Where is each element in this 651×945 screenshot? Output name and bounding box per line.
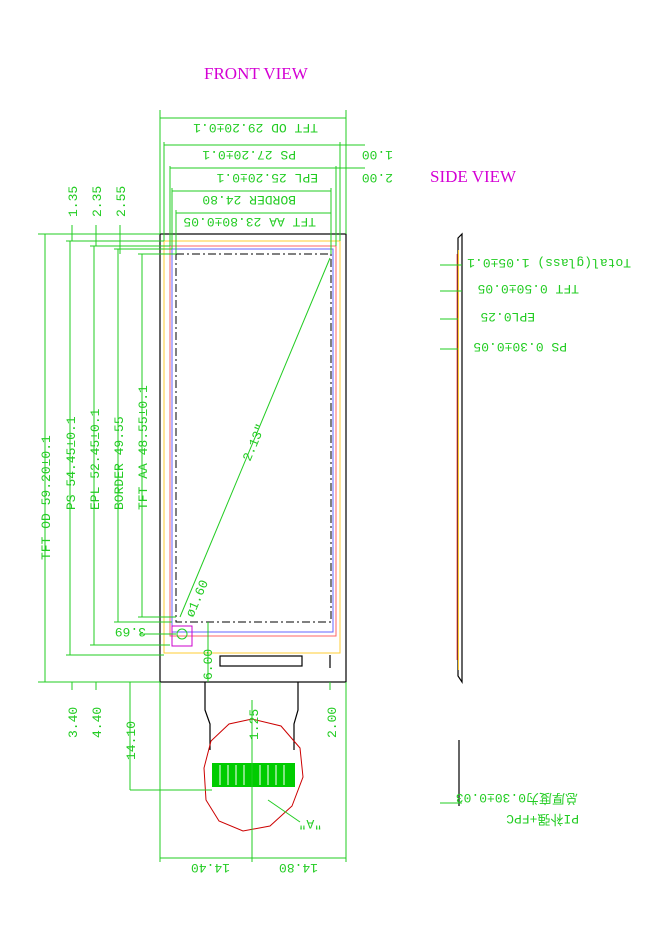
tft-glass-outline — [159, 233, 347, 683]
side-ps-label: PS 0.30±0.05 — [473, 339, 567, 354]
front-view-title: FRONT VIEW — [204, 64, 309, 83]
bottom-left-2-label: 4.40 — [90, 707, 105, 738]
border-outline — [171, 248, 334, 633]
hole-circle — [176, 628, 188, 640]
side-view: Total(glass) 1.05±0.1 TFT 0.50±0.05 EPL0… — [440, 232, 631, 826]
top-dimensions: TFT OD 29.20±0.1 PS 27.20±0.1 EPL 25.20±… — [159, 110, 393, 254]
fpc-tail-outline — [204, 682, 299, 750]
active-area-outline — [175, 253, 332, 623]
fpc-right-label: 2.00 — [325, 707, 340, 738]
hole-marker-box — [171, 625, 193, 647]
tft-od-height-label: TFT OD 59.20±0.1 — [39, 435, 54, 560]
bottom-left-1-label: 3.40 — [66, 707, 81, 738]
pad-separators — [219, 765, 285, 785]
side-total-label: Total(glass) 1.05±0.1 — [467, 255, 631, 270]
side-fpc-total-label: 总厚度为0.30±0.03 — [456, 790, 578, 806]
front-view: 2.13" ø1.60 "A" — [159, 233, 347, 832]
ps-height-label: PS 54.45±0.1 — [64, 416, 79, 510]
diagonal-line — [179, 257, 331, 618]
right-offset-2-label: 2.00 — [362, 170, 393, 185]
side-view-title: SIDE VIEW — [430, 167, 517, 186]
detail-a-label: "A" — [299, 816, 322, 831]
fpc-offset-label: 6.00 — [201, 649, 216, 680]
fpc-connector-pads — [212, 763, 295, 787]
right-offset-1-label: 1.00 — [362, 147, 393, 162]
ps-layer-outline — [163, 240, 341, 654]
hole-offset-label: 3.69 — [115, 624, 146, 639]
detail-a-leader — [267, 799, 301, 823]
epl-layer-outline — [169, 245, 337, 637]
tft-od-width-label: TFT OD 29.20±0.1 — [193, 120, 318, 135]
border-width-label: BORDER 24.80 — [202, 192, 296, 207]
bottom-right-width-label: 14.80 — [279, 860, 318, 875]
detail-a-outline — [203, 718, 304, 832]
bottom-dimensions: 3.40 4.40 14.10 1.25 2.00 14.40 14.80 — [66, 682, 347, 875]
epl-width-label: EPL 25.20±0.1 — [216, 170, 318, 185]
top-offset-1-label: 1.35 — [66, 186, 81, 217]
top-offset-2-label: 2.35 — [90, 186, 105, 217]
diagonal-label: 2.13" — [240, 422, 269, 464]
top-offset-3-label: 2.55 — [114, 186, 129, 217]
left-dimensions: TFT OD 59.20±0.1 PS 54.45±0.1 EPL 52.45±… — [38, 186, 216, 683]
epl-height-label: EPL 52.45±0.1 — [88, 408, 103, 510]
side-tft-label: TFT 0.50±0.05 — [478, 281, 579, 296]
connector-slot — [219, 655, 303, 667]
side-fpc-material-label: PI补强+FPC — [506, 811, 579, 826]
ps-width-label: PS 27.20±0.1 — [202, 147, 296, 162]
tft-aa-height-label: TFT AA 48.55±0.1 — [136, 385, 151, 510]
border-height-label: BORDER 49.55 — [112, 416, 127, 510]
bottom-left-width-label: 14.40 — [191, 860, 230, 875]
tft-aa-width-label: TFT AA 23.80±0.05 — [183, 214, 316, 229]
fpc-length-label: 14.10 — [124, 721, 139, 760]
side-epl-label: EPL0.25 — [480, 309, 535, 324]
fpc-width-label: 1.25 — [247, 709, 262, 740]
